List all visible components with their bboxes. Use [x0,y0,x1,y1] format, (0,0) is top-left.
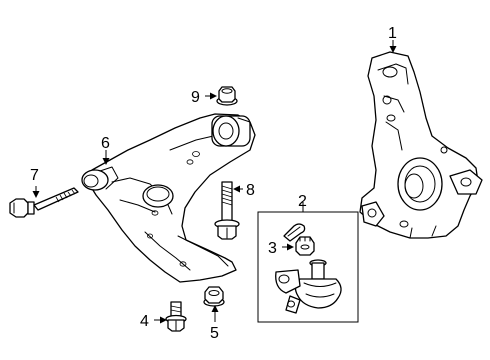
front-bolt [9,187,79,218]
callout-3: 3 [268,240,277,257]
callout-1: 1 [388,25,397,42]
lower-control-arm [81,113,256,283]
bolt-4 [165,301,187,332]
ball-joint [275,259,342,314]
castle-nut-3 [295,236,315,256]
callout-8: 8 [246,182,255,199]
callout-9: 9 [191,89,200,106]
nut-5 [203,286,225,307]
callout-4: 4 [140,313,149,330]
callout-6: 6 [101,135,110,152]
cotter-pin [283,223,306,242]
callout-2: 2 [298,193,307,210]
callout-5: 5 [210,325,219,342]
ball-joint-kit-frame [257,211,359,323]
steering-knuckle [359,51,483,239]
flange-nut-9 [216,86,238,106]
callout-labels: 1 2 3 4 5 6 7 8 9 [30,25,397,342]
arm-bolt-8 [214,181,240,240]
callout-7: 7 [30,167,39,184]
leader-lines [32,40,397,324]
